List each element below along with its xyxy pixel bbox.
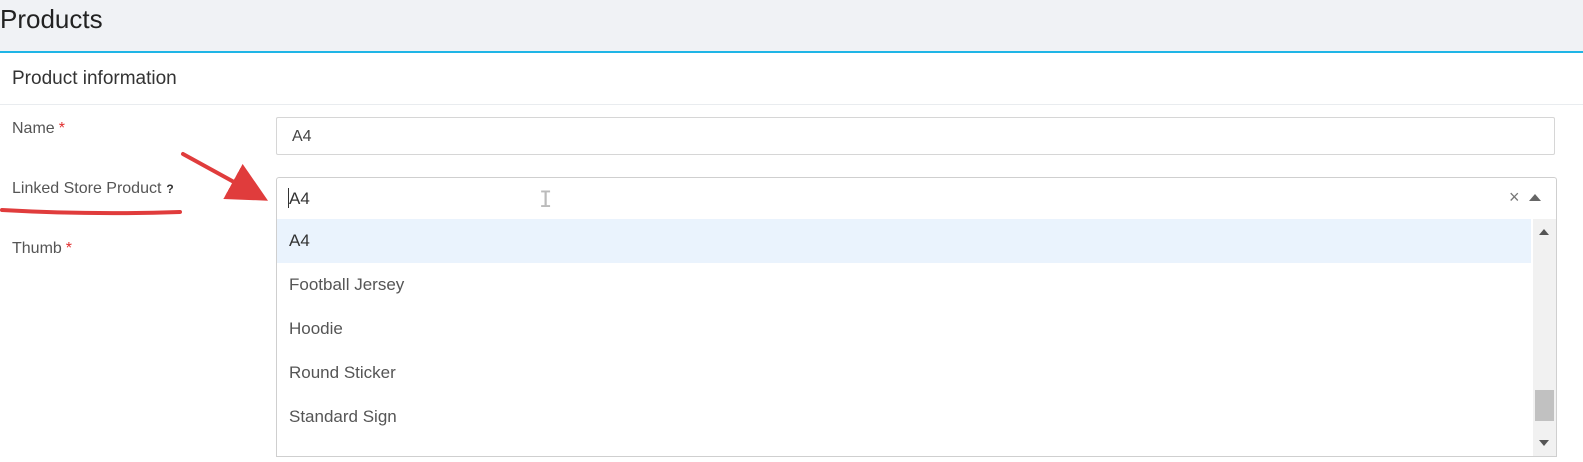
name-input[interactable]: A4 — [276, 117, 1555, 155]
page-header: Products — [0, 0, 1583, 53]
dropdown-option[interactable]: Standard Sign — [289, 407, 397, 426]
required-marker: * — [65, 240, 73, 257]
dropdown-option[interactable]: A4 — [277, 219, 1531, 263]
panel-heading: Product information — [0, 53, 1583, 105]
text-caret — [288, 188, 289, 208]
linked-store-product-label: Linked Store Product? — [12, 180, 174, 198]
linked-store-product-label-text: Linked Store Product — [12, 180, 162, 197]
chevron-up-icon[interactable] — [1529, 194, 1541, 201]
ibeam-cursor-icon: I — [539, 188, 553, 213]
linked-store-product-search-input[interactable]: A4 — [289, 189, 310, 208]
name-label-text: Name — [12, 120, 55, 137]
linked-store-product-dropdown: A4 Football Jersey Hoodie Round Sticker … — [276, 219, 1557, 457]
dropdown-option[interactable]: Round Sticker — [289, 363, 396, 382]
name-input-value: A4 — [292, 128, 312, 145]
thumb-label: Thumb* — [12, 240, 72, 258]
dropdown-option[interactable]: Hoodie — [289, 319, 343, 338]
scroll-up-arrow-icon[interactable] — [1539, 229, 1549, 235]
page-title: Products — [0, 4, 103, 34]
linked-store-product-select[interactable]: A4 I × — [276, 177, 1557, 219]
panel-title: Product information — [12, 68, 177, 89]
thumb-label-text: Thumb — [12, 240, 62, 257]
required-marker: * — [58, 120, 65, 137]
help-icon[interactable]: ? — [166, 182, 174, 196]
name-label: Name* — [12, 120, 65, 138]
dropdown-scrollbar[interactable] — [1533, 219, 1556, 456]
close-icon[interactable]: × — [1509, 187, 1520, 207]
scroll-down-arrow-icon[interactable] — [1539, 440, 1549, 446]
scrollbar-thumb[interactable] — [1535, 390, 1554, 421]
dropdown-option[interactable]: Football Jersey — [289, 275, 405, 294]
